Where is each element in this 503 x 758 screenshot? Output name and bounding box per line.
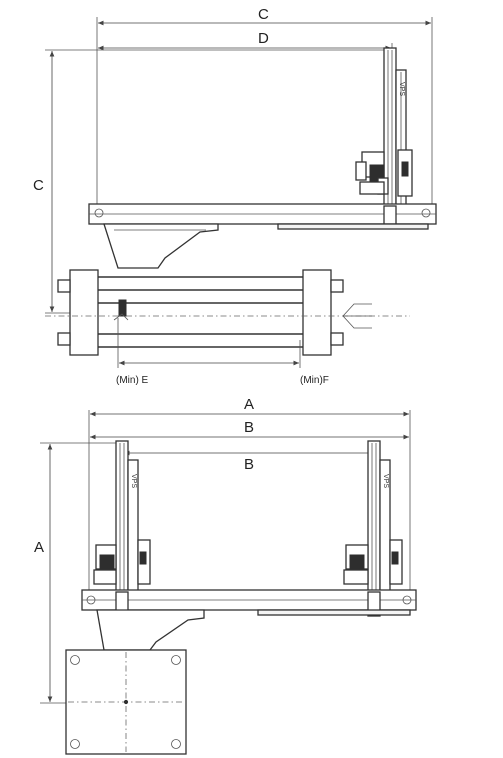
dimension-c-height: C — [33, 49, 392, 314]
carriage-mark: VPS — [398, 82, 405, 96]
dimension-c-width: C — [96, 6, 433, 205]
bolt-hole-icon — [171, 655, 181, 665]
dimension-b: B — [90, 419, 409, 440]
cylinder-body — [45, 269, 410, 356]
bottom-mounting-bracket — [96, 609, 205, 651]
bolt-icon — [94, 208, 104, 218]
right-vertical-column: VPS — [343, 440, 403, 597]
dimension-d-label: D — [258, 30, 269, 47]
dimension-a-height-label: A — [34, 539, 44, 556]
dimension-c-label: C — [258, 6, 269, 23]
dimension-min-f-label: (Min)F — [300, 375, 329, 386]
bolt-icon — [86, 595, 96, 605]
dimension-min-e-label: (Min) E — [116, 375, 149, 386]
dimension-a-label: A — [244, 396, 254, 413]
bolt-icon — [402, 595, 412, 605]
carriage-mark-right: VPS — [382, 474, 389, 488]
bolt-hole-icon — [171, 739, 181, 749]
carriage-mark-left: VPS — [130, 474, 137, 488]
bottom-view: A B B A VPS — [34, 396, 417, 755]
left-vertical-column: VPS — [93, 440, 151, 597]
dimension-a-width: A — [88, 396, 411, 592]
mounting-bracket — [103, 223, 219, 269]
dimension-b-inner: B — [124, 450, 374, 473]
dimension-b2-label: B — [244, 456, 254, 473]
base-plate — [65, 649, 187, 755]
top-view: C D C VPS — [33, 6, 437, 386]
carriage-motor — [355, 149, 413, 197]
dimension-c-height-label: C — [33, 177, 44, 194]
dimension-b-label: B — [244, 419, 254, 436]
bolt-icon — [421, 208, 431, 218]
dimension-a-height: A — [34, 442, 124, 704]
bolt-hole-icon — [70, 655, 80, 665]
bolt-hole-icon — [70, 739, 80, 749]
dimension-e-f: (Min) E (Min)F — [116, 318, 329, 386]
base-beam — [88, 203, 437, 230]
dimension-d: D — [98, 30, 393, 60]
